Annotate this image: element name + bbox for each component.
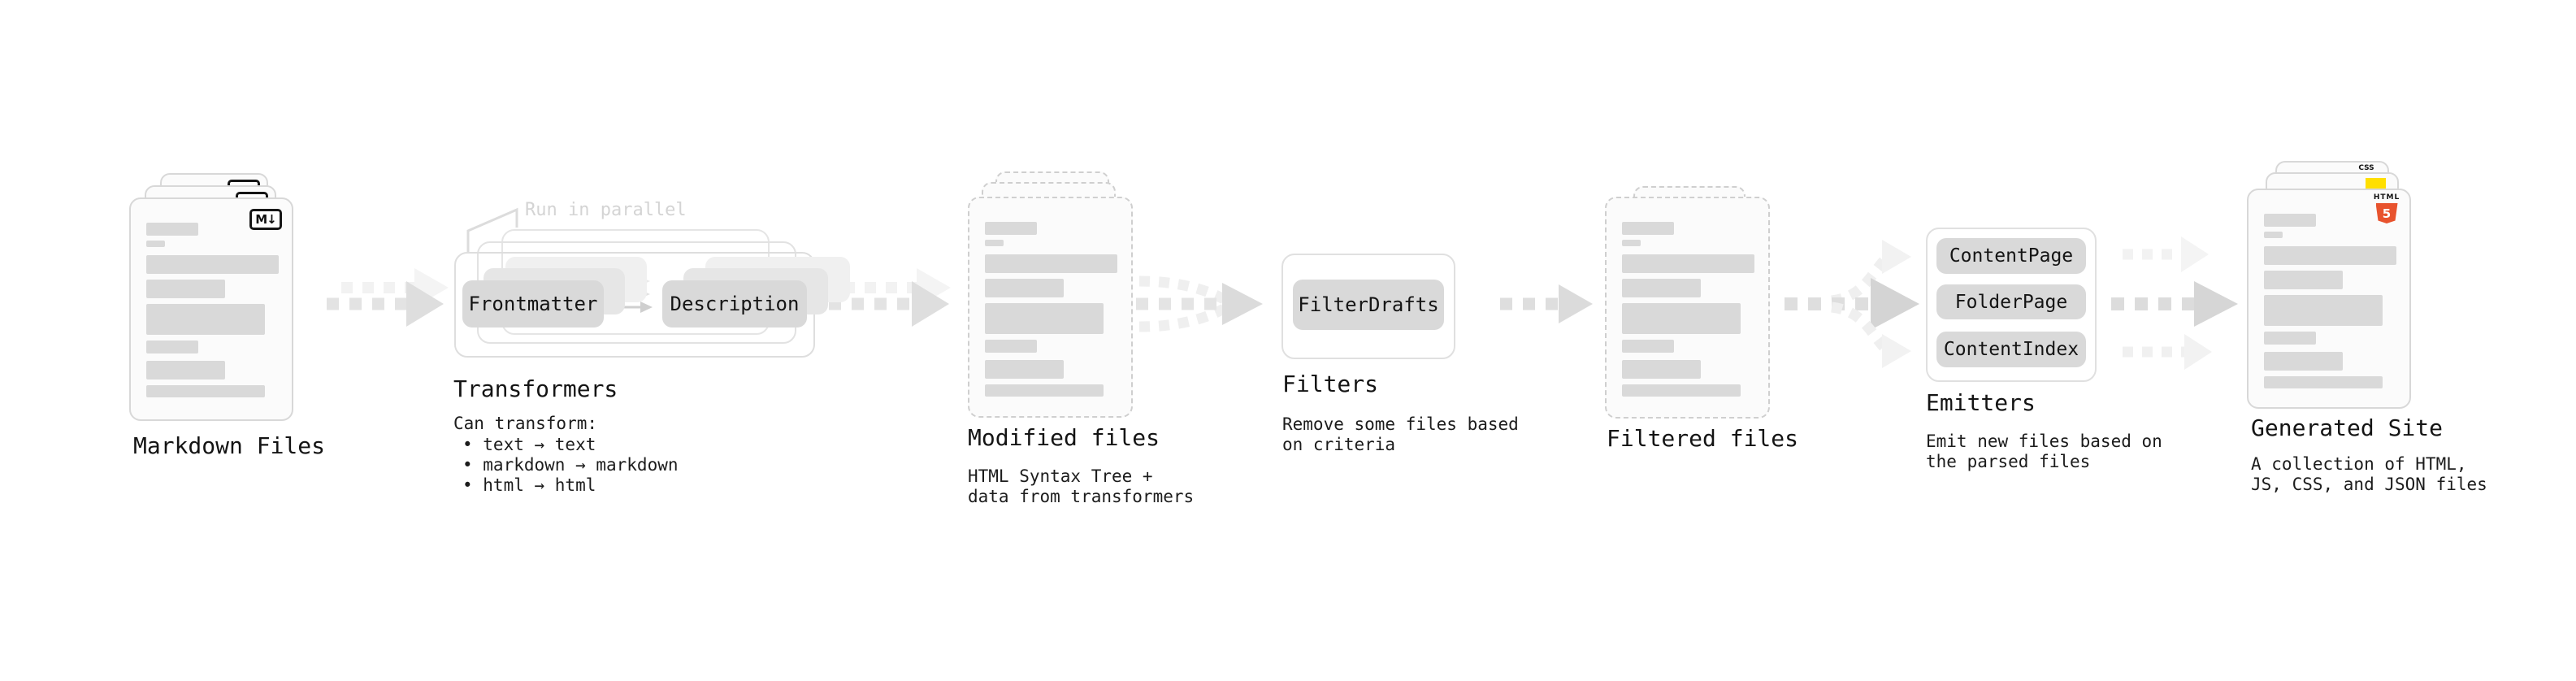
- emitters-description: Emit new files based on: [1926, 432, 2162, 451]
- emitters-frame: [1926, 228, 2097, 382]
- placeholder-line: [1622, 384, 1741, 397]
- transformers-bullet: • html → html: [462, 475, 596, 495]
- filtered-file-card-front: [1605, 197, 1770, 419]
- placeholder-line: [985, 222, 1037, 235]
- placeholder-line: [146, 280, 225, 298]
- placeholder-line: [985, 340, 1037, 353]
- placeholder-line: [1622, 240, 1641, 246]
- filters-frame: [1281, 254, 1455, 359]
- contentpage-box: ContentPage: [1936, 238, 2086, 274]
- filtered-files-title: Filtered files: [1607, 425, 1799, 452]
- placeholder-line: [2264, 232, 2283, 238]
- placeholder-line: [985, 360, 1064, 379]
- placeholder-line: [985, 279, 1064, 297]
- placeholder-line: [1622, 254, 1754, 273]
- placeholder-line: [2264, 332, 2316, 345]
- generated-site-description: JS, CSS, and JSON files: [2251, 475, 2487, 494]
- placeholder-line: [2264, 352, 2343, 371]
- generated-site-card-front: HTML 5: [2247, 189, 2411, 409]
- placeholder-line: [146, 361, 225, 380]
- markdown-files-title: Markdown Files: [133, 432, 326, 459]
- placeholder-line: [146, 340, 198, 354]
- placeholder-line: [2264, 214, 2316, 227]
- transformers-bullet: • text → text: [462, 435, 596, 454]
- generated-site-title: Generated Site: [2251, 414, 2444, 441]
- filters-description: Remove some files based: [1282, 414, 1519, 434]
- placeholder-line: [985, 240, 1004, 246]
- placeholder-line: [1622, 279, 1701, 297]
- placeholder-line: [1622, 340, 1674, 353]
- placeholder-line: [1622, 360, 1701, 379]
- transformers-title: Transformers: [453, 375, 618, 402]
- placeholder-line: [146, 255, 279, 274]
- markdown-file-card-front: M↓: [129, 197, 293, 421]
- placeholder-line: [2264, 295, 2383, 326]
- placeholder-line: [146, 241, 165, 247]
- html5-icon: HTML 5: [2370, 193, 2403, 223]
- emitters-description: the parsed files: [1926, 452, 2091, 471]
- placeholder-line: [146, 385, 265, 397]
- javascript-icon: [2366, 178, 2386, 189]
- generated-site-description: A collection of HTML,: [2251, 454, 2467, 474]
- placeholder-line: [2264, 376, 2383, 388]
- modified-files-title: Modified files: [968, 424, 1160, 451]
- transformers-bullet: • markdown → markdown: [462, 455, 679, 475]
- run-in-parallel-note: Run in parallel: [525, 200, 687, 220]
- modified-files-description: data from transformers: [968, 487, 1195, 506]
- arrow-filtered-to-emitters: [1785, 240, 1919, 368]
- description-box: Description: [662, 280, 807, 327]
- arrow-markdown-to-transformers: [327, 268, 449, 327]
- markdown-icon: M↓: [249, 209, 282, 230]
- arrow-modified-to-filters: [1136, 275, 1263, 332]
- arrow-emitters-to-generated: [2111, 236, 2238, 370]
- placeholder-line: [985, 254, 1117, 273]
- folderpage-box: FolderPage: [1936, 284, 2086, 319]
- placeholder-line: [146, 223, 198, 236]
- placeholder-line: [985, 384, 1104, 397]
- modified-files-description: HTML Syntax Tree +: [968, 466, 1153, 486]
- filters-title: Filters: [1282, 371, 1379, 397]
- placeholder-line: [2264, 246, 2396, 265]
- filters-description: on criteria: [1282, 435, 1396, 454]
- transformers-description: Can transform:: [453, 414, 598, 433]
- frontmatter-box: Frontmatter: [462, 280, 604, 327]
- filterdrafts-box: FilterDrafts: [1293, 280, 1444, 330]
- arrow-transformers-to-modified: [829, 268, 951, 327]
- emitters-title: Emitters: [1926, 389, 2036, 416]
- placeholder-line: [146, 304, 265, 335]
- placeholder-line: [2264, 271, 2343, 289]
- arrow-filters-to-filtered: [1500, 284, 1593, 323]
- contentindex-box: ContentIndex: [1936, 332, 2086, 367]
- placeholder-line: [1622, 303, 1741, 334]
- placeholder-line: [985, 303, 1104, 334]
- placeholder-line: [1622, 222, 1674, 235]
- modified-file-card-front: [968, 197, 1133, 418]
- run-in-parallel-leader-line: [466, 207, 518, 254]
